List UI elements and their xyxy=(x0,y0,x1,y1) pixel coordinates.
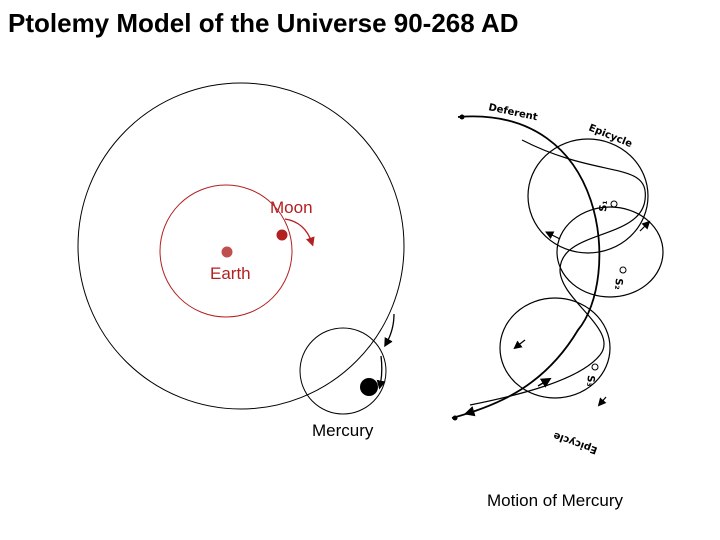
mercury-epicycle-circle xyxy=(299,327,387,415)
deferent-arrow-mid xyxy=(537,377,552,388)
moon-motion-arrow xyxy=(284,218,315,247)
epicycle-circle-upper xyxy=(527,138,649,254)
s1-label: S₁ xyxy=(598,200,610,213)
mercury-marker xyxy=(360,378,378,396)
deferent-label: Deferent xyxy=(487,102,538,123)
s3-label: S₃ xyxy=(584,375,596,388)
epicycle-direction-arrow-1 xyxy=(544,231,561,240)
deferent-arrow-bottom xyxy=(463,406,479,417)
moon-orbit-circle xyxy=(159,184,293,318)
epicycle-circle-lower xyxy=(499,297,611,399)
right-model: Deferent Epicycle Epicycle S₁ S₂ S₃ xyxy=(451,102,664,456)
epicycle-label-top: Epicycle xyxy=(587,123,634,151)
moon-label: Moon xyxy=(270,198,313,217)
epicycle-direction-arrow-4 xyxy=(597,396,607,407)
page-title: Ptolemy Model of the Universe 90-268 AD xyxy=(8,8,519,38)
earth-label: Earth xyxy=(210,264,251,283)
epicycle-direction-arrow-3 xyxy=(513,339,526,350)
moon-marker xyxy=(276,229,288,241)
deferent-start-dot xyxy=(459,114,465,120)
epicycle-circle-middle xyxy=(556,206,664,298)
epicycle-direction-arrow-2 xyxy=(639,220,651,232)
s3-point xyxy=(591,363,599,371)
deferent-end-dot xyxy=(452,415,458,421)
s1-point xyxy=(610,200,618,208)
epicycle-motion-arrow-lower xyxy=(376,355,386,390)
s2-label: S₂ xyxy=(612,278,624,291)
left-model xyxy=(77,82,405,415)
epicycle-motion-arrow-upper xyxy=(384,313,395,348)
motion-of-mercury-caption: Motion of Mercury xyxy=(487,491,624,510)
mercury-loop-path xyxy=(469,139,646,406)
mercury-label: Mercury xyxy=(312,421,374,440)
earth-marker xyxy=(221,246,233,258)
outer-orbit-circle xyxy=(77,82,405,410)
epicycle-label-bottom: Epicycle xyxy=(552,429,599,455)
s2-point xyxy=(619,266,627,274)
